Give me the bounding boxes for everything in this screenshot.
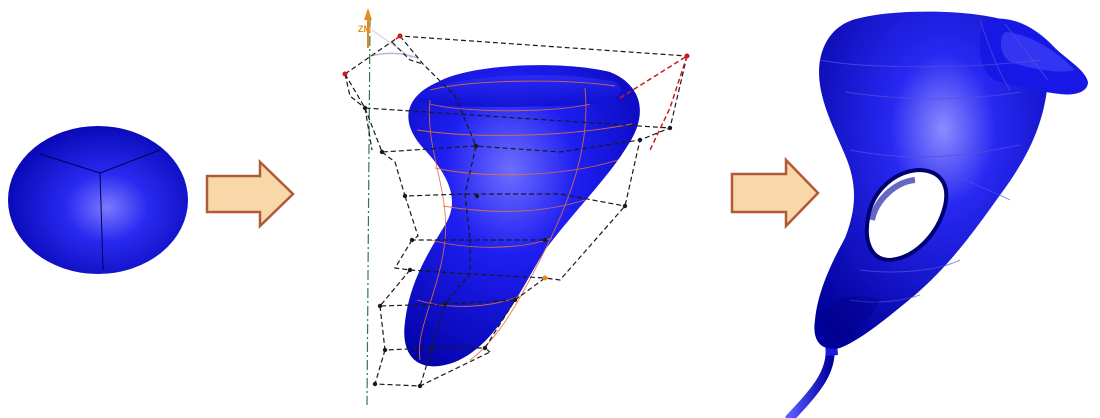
- sphere-stage: [8, 126, 188, 274]
- mouse-patch-lines: [819, 19, 1049, 303]
- transition-arrow-2: [730, 156, 820, 230]
- top-cap: [416, 75, 621, 107]
- vertical-axis-line: [366, 17, 371, 406]
- iso-curves: [416, 80, 633, 361]
- axis-gizmo-icon: ZM: [358, 8, 419, 59]
- mouse-stage: [785, 11, 1088, 418]
- control-points: [342, 33, 690, 389]
- deformed-shape: [404, 65, 640, 367]
- sphere-shape: [8, 126, 188, 274]
- mouse-cable: [785, 343, 835, 418]
- cage-stage: ZM: [342, 8, 690, 406]
- axis-label: ZM: [358, 24, 371, 34]
- transition-arrow-1: [205, 159, 295, 229]
- sphere-patch-lines: [39, 149, 161, 271]
